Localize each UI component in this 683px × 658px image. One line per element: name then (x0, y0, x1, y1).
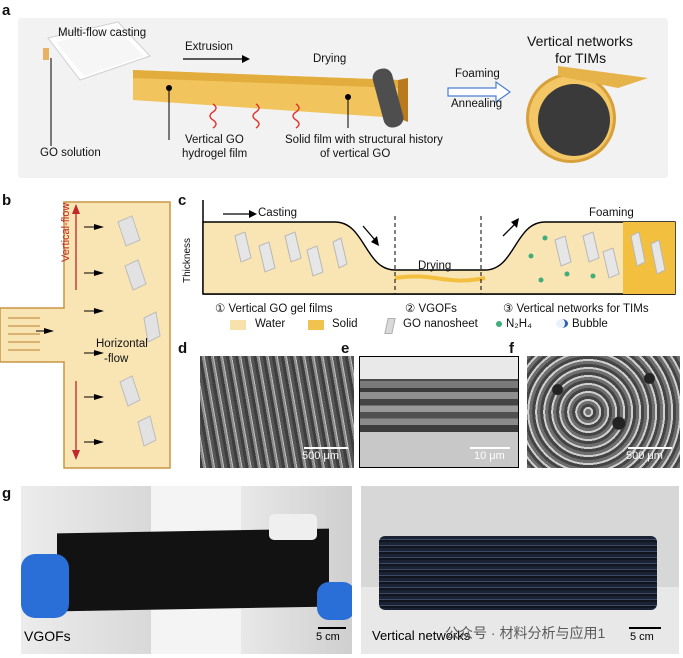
vertical-flow-down-head (72, 450, 80, 460)
casting-arrowhead (249, 210, 257, 218)
vgof-sheet (57, 528, 329, 612)
n2h4-dots (528, 235, 596, 283)
go-solution-drop (43, 48, 49, 60)
scale-label-e: 10 μm (474, 450, 505, 462)
panel-label-c: c (178, 192, 187, 209)
solid-region (623, 222, 675, 294)
legend-water-label: Water (255, 318, 286, 330)
roll-tail (558, 66, 648, 88)
legend-bubble-icon (556, 319, 568, 328)
spring-3 (292, 103, 300, 129)
solid-film-label-1: Solid film with structural history (285, 134, 443, 146)
panel-a-schematic (43, 21, 648, 163)
solid-film-label-2: of vertical GO (320, 148, 391, 160)
panel-label-g: g (2, 485, 12, 502)
photo-h (361, 486, 679, 654)
drying-layers (394, 274, 486, 283)
extrusion-label: Extrusion (185, 41, 233, 53)
watermark-text: 公众号 · 材料分析与应用1 (445, 625, 606, 641)
foaming-label-c: Foaming (589, 207, 634, 219)
casting-box-inner (56, 28, 144, 76)
foaming-label: Foaming (455, 68, 500, 80)
scale-bar-h (629, 627, 661, 629)
vgof-roll (269, 514, 317, 540)
drying-label-c: Drying (418, 260, 452, 272)
drying-arrow (362, 225, 376, 241)
vertical-flow-label: Vertical-flow (60, 202, 72, 262)
spring-1 (209, 103, 217, 129)
scale-bar-e (470, 447, 510, 449)
scale-label-h: 5 cm (630, 631, 654, 643)
scale-label-g: 5 cm (316, 631, 340, 643)
legend-n2h4-dot (496, 321, 502, 327)
horizontal-flow-label-1: Horizontal (96, 338, 148, 350)
stage-1-label: ① Vertical GO gel films (215, 303, 333, 315)
panel-label-e: e (341, 340, 350, 357)
vertical-go-hydrogel-label-1: Vertical GO (185, 134, 244, 146)
scale-bar-d (304, 447, 348, 449)
extrusion-arrowhead (242, 55, 250, 63)
photo-g (21, 486, 352, 654)
thickness-label: Thickness (182, 237, 193, 283)
vertical-networks-label-2: for TIMs (555, 50, 607, 66)
gel-film-top (133, 70, 398, 88)
caption-g: VGOFs (24, 628, 71, 644)
panel-b-schematic (0, 201, 171, 469)
panel-label-b: b (2, 192, 12, 209)
vertical-networks-label-1: Vertical networks (527, 33, 633, 49)
caption-h: Vertical networks (372, 628, 471, 643)
multi-flow-casting-label: Multi-flow casting (58, 27, 147, 39)
drying-roller (372, 68, 404, 128)
drying-label: Drying (313, 53, 347, 65)
scale-label-d: 500 μm (302, 450, 339, 462)
foaming-arrow-c (502, 223, 516, 237)
flow-arrows (44, 224, 104, 445)
scale-bar-f (628, 447, 672, 449)
legend-solid-label: Solid (332, 318, 358, 330)
panel-label-f: f (509, 340, 514, 357)
sem-image-d (200, 356, 354, 468)
legend-solid-swatch (308, 320, 324, 330)
panel-label-a: a (2, 2, 11, 19)
legend-n2h4-label: N₂H₄ (506, 318, 532, 330)
casting-label: Casting (258, 207, 297, 219)
legend-bubble-label: Bubble (572, 318, 608, 330)
stage-2-label: ② VGOFs (405, 303, 457, 315)
panel-label-d: d (178, 340, 188, 357)
stacked-films (379, 536, 657, 610)
foaming-arrowhead-c (511, 218, 519, 228)
left-glove (21, 554, 69, 618)
legend-water-swatch (230, 320, 246, 330)
roll-core (538, 84, 610, 156)
vertical-go-hydrogel-label-2: hydrogel film (182, 148, 248, 160)
sem-image-f (527, 356, 680, 468)
vertical-flow-up-head (72, 204, 80, 214)
inlet-flow-lines (8, 317, 40, 351)
c-go-sheets (234, 231, 666, 279)
horizontal-flow-label-2: -flow (104, 353, 129, 365)
scale-label-f: 500 μm (626, 450, 663, 462)
panel-c-schematic (202, 200, 676, 295)
right-glove (317, 582, 352, 620)
annealing-label: Annealing (451, 98, 503, 110)
stage-3-label: ③ Vertical networks for TIMs (503, 303, 649, 315)
go-solution-label: GO solution (40, 147, 101, 159)
legend-go-swatch (384, 318, 396, 334)
sem-image-e (359, 356, 519, 468)
scale-bar-g (318, 627, 346, 629)
drying-arrowhead (371, 236, 379, 246)
legend-go-label: GO nanosheet (403, 318, 478, 330)
go-sheets (117, 215, 161, 447)
spring-2 (252, 103, 260, 129)
foaming-arrow (447, 80, 512, 104)
